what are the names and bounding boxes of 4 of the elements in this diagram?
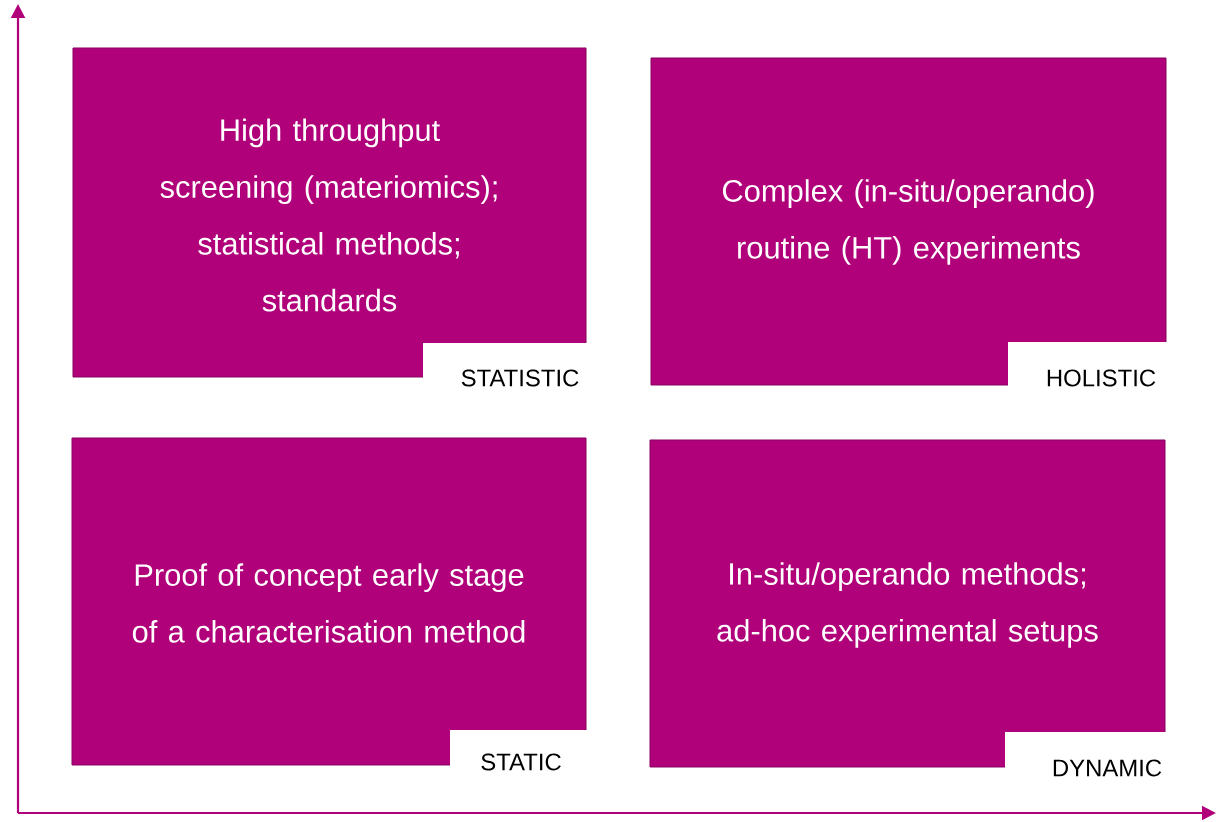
corner-label: DYNAMIC	[1053, 759, 1162, 777]
corner-label: HOLISTIC	[1047, 369, 1156, 387]
corner-label: STATISTIC	[461, 369, 579, 387]
corner-label: STATIC	[481, 753, 561, 771]
